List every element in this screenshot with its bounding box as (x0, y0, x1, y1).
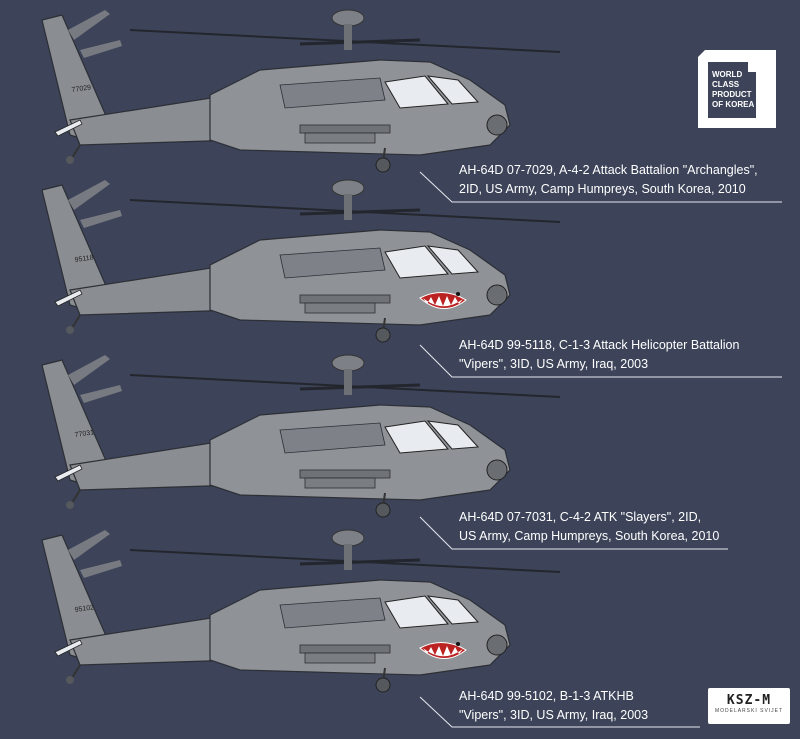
helicopter-4: 95102 (42, 530, 560, 692)
caption-4: AH-64D 99-5102, B-1-3 ATKHB "Vipers", 3I… (459, 687, 648, 725)
leader-line-2 (419, 344, 782, 378)
manufacturer-logo: KSZ-M MODELARSKI SVIJET (708, 688, 790, 724)
caption-line: US Army, Camp Humpreys, South Korea, 201… (459, 529, 720, 543)
leader-line-3 (419, 516, 728, 550)
caption-2: AH-64D 99-5118, C-1-3 Attack Helicopter … (459, 336, 739, 374)
caption-1: AH-64D 07-7029, A-4-2 Attack Battalion "… (459, 161, 758, 199)
helicopter-1: 77029 (42, 10, 560, 172)
caption-3: AH-64D 07-7031, C-4-2 ATK "Slayers", 2ID… (459, 508, 719, 546)
world-class-logo (698, 50, 776, 128)
helicopter-3: 77031 (42, 355, 560, 517)
caption-line: AH-64D 07-7031, C-4-2 ATK "Slayers", 2ID… (459, 510, 702, 524)
manufacturer-logo-subtitle: MODELARSKI SVIJET (714, 708, 784, 714)
caption-line: 2ID, US Army, Camp Humpreys, South Korea… (459, 182, 746, 196)
leader-line-4 (419, 696, 700, 728)
world-class-logo-text: WORLD CLASS PRODUCT OF KOREA (712, 70, 755, 109)
tail-number: 77031 (74, 429, 94, 439)
caption-line: "Vipers", 3ID, US Army, Iraq, 2003 (459, 708, 649, 722)
manufacturer-logo-text: KSZ-M (726, 693, 772, 708)
helicopter-2: 95118 (42, 180, 560, 342)
leader-line-1 (419, 171, 782, 203)
caption-line: AH-64D 07-7029, A-4-2 Attack Battalion "… (459, 163, 758, 177)
caption-line: AH-64D 99-5102, B-1-3 ATKHB (459, 689, 634, 703)
caption-line: "Vipers", 3ID, US Army, Iraq, 2003 (459, 357, 649, 371)
caption-line: AH-64D 99-5118, C-1-3 Attack Helicopter … (459, 338, 740, 352)
tail-number: 95118 (74, 254, 94, 264)
tail-number: 95102 (74, 604, 94, 614)
tail-number: 77029 (71, 84, 91, 94)
